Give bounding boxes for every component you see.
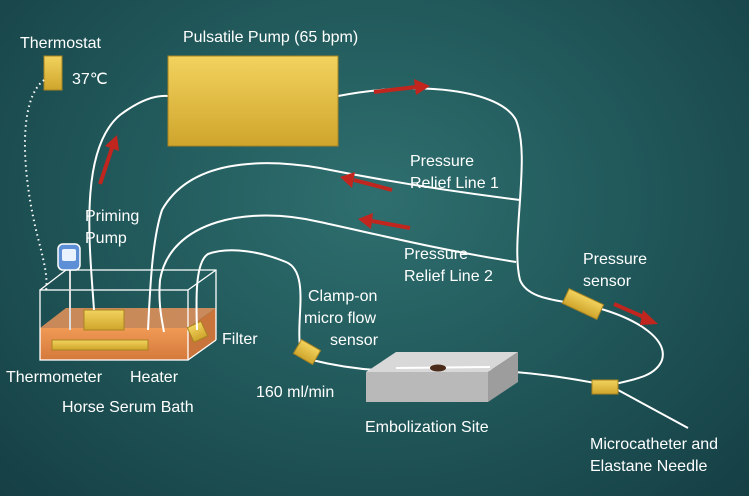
tube-priming [88,94,169,311]
flow-rate-label: 160 ml/min [256,384,335,401]
flow-sensor-label-line1: Clamp-on [308,288,378,305]
thermostat-unit [43,55,63,91]
flow-arrows [98,79,658,325]
arrow-pressure-sensor [613,302,658,325]
embolus [430,364,446,372]
microcatheter-label-line2: Elastane Needle [590,458,708,475]
flow-sensor-label-line3: sensor [330,332,379,349]
priming-pump-label-line1: Priming [85,208,140,225]
filter-block [186,320,209,343]
tube-pump-outlet [337,87,581,306]
arrow-relief-2 [358,213,411,230]
priming-pump-block [83,309,125,331]
priming-pump-label-line2: Pump [85,230,127,247]
tube-pressure-line [597,307,664,387]
microcatheter-label-line1: Microcatheter and [590,436,719,453]
bath-glass-edge [187,269,217,291]
relief-2-label-line1: Pressure [404,246,469,263]
bath-glass-back [39,269,217,340]
tubing [88,87,689,429]
heater-element [51,339,149,351]
embolization-block [366,352,518,402]
pulsatile-pump [167,55,339,147]
relief-1-label-line2: Relief Line 1 [410,175,499,192]
arrow-pump-out [373,79,430,95]
pump-label: Pulsatile Pump (65 bpm) [183,29,359,46]
tube-relief-1 [147,162,521,331]
arrow-relief-1 [340,172,393,192]
relief-2-label-line2: Relief Line 2 [404,268,493,285]
thermometer-device [57,243,81,330]
tube-relief-2 [158,214,517,333]
relief-1-label-line1: Pressure [410,153,475,170]
bath-glass-edge [187,339,217,361]
temperature-label: 37℃ [72,71,108,88]
tube-filter-outlet [195,249,302,347]
thermometer-label: Thermometer [6,369,103,386]
microcatheter-needle [617,389,689,429]
pressure-sensor [561,288,605,320]
bath-label: Horse Serum Bath [62,399,194,416]
pressure-sensor-label-line2: sensor [583,273,632,290]
bath-serum-top [40,308,216,328]
embolization-label: Embolization Site [365,419,489,436]
filter-label: Filter [222,331,258,348]
bath-glass-front [39,289,189,361]
catheter-connector [591,379,619,395]
arrow-priming [98,135,119,185]
thermostat-label: Thermostat [20,35,101,52]
pressure-sensor-label-line1: Pressure [583,251,648,268]
flow-sensor [292,338,322,366]
flow-sensor-label-line2: micro flow [304,310,377,327]
heater-label: Heater [130,369,179,386]
thermostat-wire [23,79,48,293]
